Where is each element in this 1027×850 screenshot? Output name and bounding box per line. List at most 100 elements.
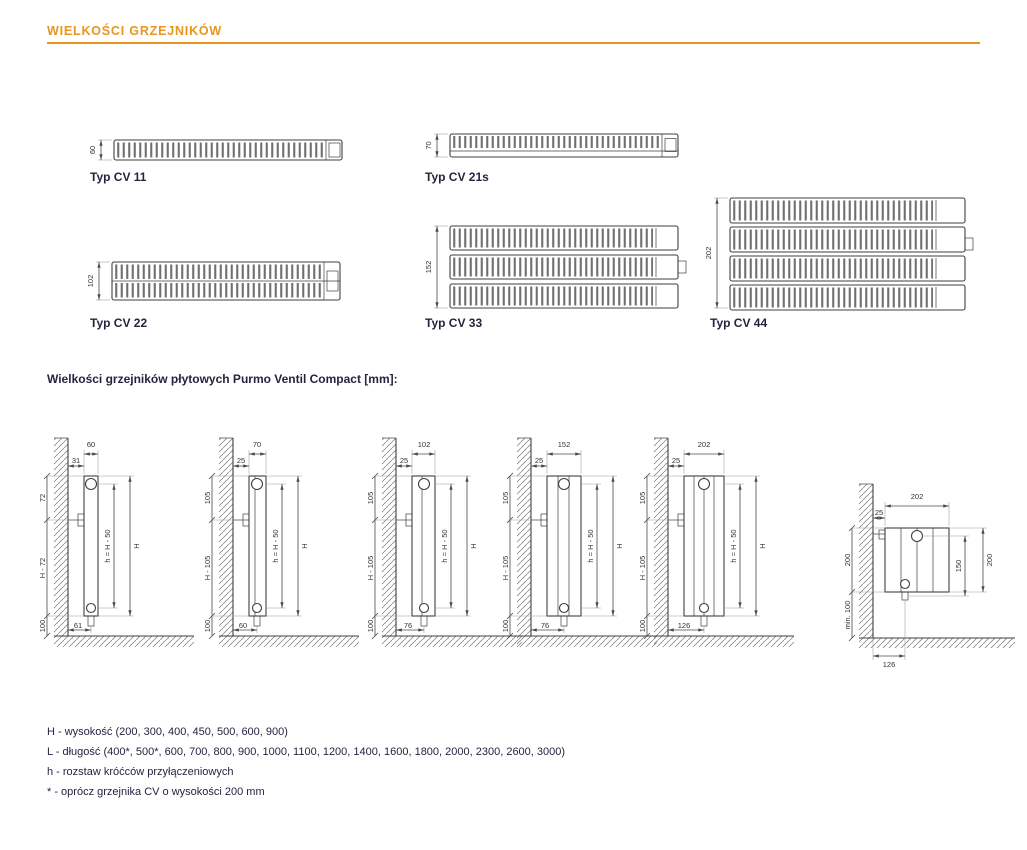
- side-view-cv33: 152 25 105 H - 105 100 h = H - 50 H 76: [501, 424, 663, 656]
- dim-height-left: 200: [843, 554, 852, 567]
- dim-depth: 70: [424, 141, 433, 149]
- dim-height: H: [758, 543, 767, 548]
- dim-top-offset: 105: [203, 492, 212, 505]
- dim-pipe-spacing: h = H - 50: [271, 529, 280, 562]
- side-view-cv21s: 70 25 105 H - 105 100 h = H - 50 H 60: [203, 424, 365, 656]
- dim-depth: 102: [418, 440, 431, 449]
- legend-line-height: H - wysokość (200, 300, 400, 450, 500, 6…: [47, 726, 288, 738]
- dim-floor-clearance: 100: [203, 620, 212, 633]
- side-view-cv22: 102 25 105 H - 105 100 h = H - 50 H 76: [366, 424, 528, 656]
- dim-depth: 70: [253, 440, 261, 449]
- dimensions: 102: [86, 261, 110, 301]
- wall: [382, 437, 397, 636]
- dimensions: 70: [424, 133, 448, 158]
- dim-wall-gap: 25: [237, 456, 245, 465]
- floor: [382, 635, 522, 647]
- bracket: [68, 513, 85, 527]
- radiator: [884, 527, 950, 601]
- dim-floor-clearance: min. 100: [843, 601, 852, 630]
- dim-height: H: [469, 543, 478, 548]
- dim-pipe-spacing: h = H - 50: [440, 529, 449, 562]
- dim-wall-gap: 25: [535, 456, 543, 465]
- floor: [859, 637, 1015, 648]
- dim-wall-gap: 25: [400, 456, 408, 465]
- radiator: [449, 225, 687, 309]
- cross-section-cv22: 102: [86, 256, 351, 306]
- dimensions: 60: [88, 139, 112, 161]
- dim-height-right: 200: [985, 554, 994, 567]
- dim-top-offset: 105: [638, 492, 647, 505]
- dim-depth: 152: [424, 261, 433, 274]
- legend-line-footnote: * - oprócz grzejnika CV o wysokości 200 …: [47, 786, 265, 798]
- dim-floor-clearance: 100: [366, 620, 375, 633]
- side-view-cv11: 60 31 72 H - 72 100 h = H - 50 H 61: [38, 424, 200, 656]
- radiator: [248, 475, 267, 627]
- radiator: [449, 133, 679, 158]
- title-underline: [47, 42, 980, 44]
- radiator: [83, 475, 99, 627]
- dim-top-offset: 105: [366, 492, 375, 505]
- dim-bottom-offset: 61: [74, 621, 82, 630]
- dim-depth: 102: [86, 275, 95, 288]
- radiator: [411, 475, 436, 627]
- section-subtitle: Wielkości grzejników płytowych Purmo Ven…: [47, 372, 398, 386]
- dim-floor-clearance: 100: [38, 620, 47, 633]
- dimensions: 70 25 105 H - 105 100 h = H - 50 H 60: [203, 440, 309, 640]
- dim-bottom-offset: 76: [404, 621, 412, 630]
- radiator: [729, 197, 974, 311]
- radiator: [111, 261, 341, 301]
- dimensions: 202 25 105 H - 105 100 h = H - 50 H 126: [638, 440, 767, 640]
- label-cv22: Typ CV 22: [90, 316, 148, 330]
- dim-depth: 60: [88, 146, 97, 154]
- dim-wall-gap: 25: [672, 456, 680, 465]
- dim-pipe-spacing: h = H - 50: [103, 529, 112, 562]
- bracket: [233, 513, 250, 527]
- dim-height: H: [300, 543, 309, 548]
- dim-wall-gap: 25: [875, 508, 883, 517]
- radiator: [546, 475, 582, 627]
- dim-wall-height: H - 105: [638, 556, 647, 581]
- wall: [517, 437, 532, 636]
- dim-pipe-spacing: h = H - 50: [729, 529, 738, 562]
- label-cv11: Typ CV 11: [90, 170, 147, 184]
- bracket: [873, 529, 886, 540]
- radiator: [113, 139, 343, 161]
- dim-top-offset: 105: [501, 492, 510, 505]
- wall: [219, 437, 234, 636]
- dim-floor-clearance: 100: [638, 620, 647, 633]
- wall: [859, 483, 874, 638]
- cross-section-cv33: 152: [424, 220, 689, 314]
- dim-depth: 202: [704, 247, 713, 260]
- dim-height: H: [132, 543, 141, 548]
- dimensions: 202 25 200 min. 100 150 200 126: [843, 492, 994, 669]
- cross-section-cv11: 60: [88, 132, 353, 170]
- dimensions: 102 25 105 H - 105 100 h = H - 50 H 76: [366, 440, 478, 640]
- dimensions: 202: [704, 197, 728, 309]
- label-cv44: Typ CV 44: [710, 316, 768, 330]
- legend-line-pipe-spacing: h - rozstaw króćców przyłączeniowych: [47, 766, 234, 778]
- wall: [54, 437, 69, 636]
- floor: [219, 635, 359, 647]
- dim-depth: 202: [698, 440, 711, 449]
- bracket: [668, 513, 685, 527]
- dim-bottom-offset: 126: [678, 621, 691, 630]
- dim-depth: 202: [911, 492, 924, 501]
- dim-pipe-spacing: h = H - 50: [586, 529, 595, 562]
- legend-line-length: L - długość (400*, 500*, 600, 700, 800, …: [47, 746, 566, 758]
- dimensions: 152 25 105 H - 105 100 h = H - 50 H 76: [501, 440, 624, 640]
- dim-floor-clearance: 100: [501, 620, 510, 633]
- dim-top-offset: 72: [38, 494, 47, 502]
- dim-bottom-offset: 60: [239, 621, 247, 630]
- wall: [654, 437, 669, 636]
- dim-wall-gap: 31: [72, 456, 80, 465]
- cross-section-cv44: 202: [704, 192, 984, 314]
- dimensions: 152: [424, 225, 448, 309]
- page-title: WIELKOŚCI GRZEJNIKÓW: [47, 24, 223, 38]
- floor: [517, 635, 657, 647]
- legend: H - wysokość (200, 300, 400, 450, 500, 6…: [47, 726, 565, 806]
- low-height-view: 202 25 200 min. 100 150 200 126: [843, 476, 1020, 671]
- cross-section-cv21s: 70: [424, 126, 689, 168]
- dim-wall-height: H - 72: [38, 558, 47, 578]
- dim-bottom-offset: 126: [883, 660, 896, 669]
- label-cv21s: Typ CV 21s: [425, 170, 489, 184]
